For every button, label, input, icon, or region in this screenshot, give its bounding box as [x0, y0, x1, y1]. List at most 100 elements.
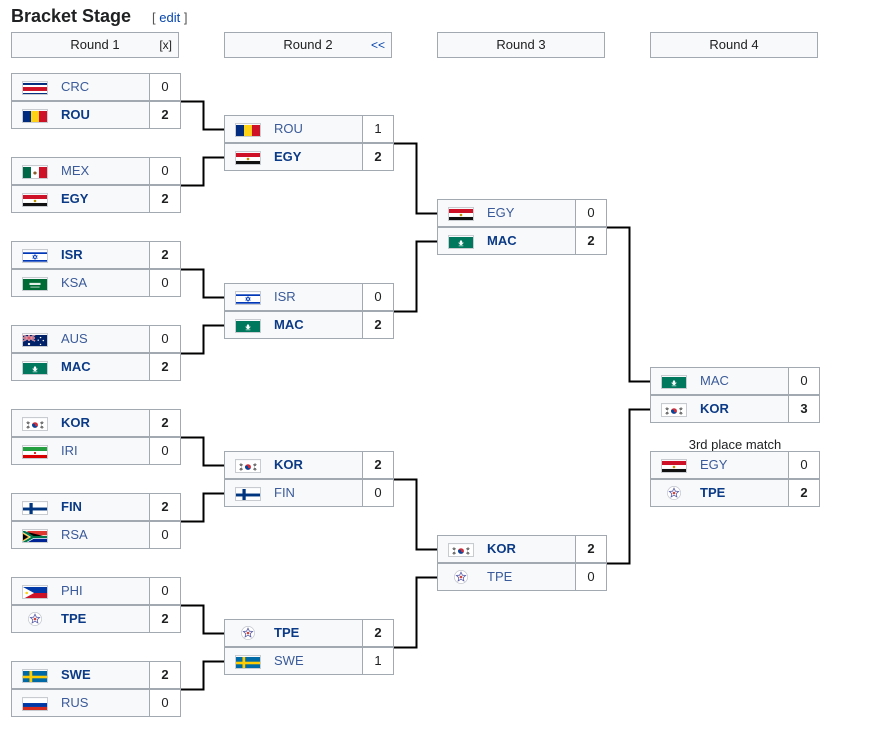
- team-score: 2: [149, 410, 180, 436]
- flag-egypt-icon: [661, 459, 687, 473]
- team-score: 3: [788, 396, 819, 422]
- flag-south-korea-icon: [661, 403, 687, 417]
- team-row-r2-m4-b: SWE 1: [224, 647, 394, 675]
- team-score: 0: [788, 452, 819, 478]
- bracket-connector-line: [181, 660, 224, 691]
- team-name-link[interactable]: EGY: [700, 457, 728, 472]
- team-name-link[interactable]: ROU: [61, 107, 90, 122]
- team-name-link[interactable]: FIN: [274, 485, 295, 500]
- bracket-connector-line: [181, 100, 224, 131]
- team-row-r1-m1-a: CRC 0: [11, 73, 181, 101]
- bracket-connector-line: [181, 604, 224, 635]
- team-name-link[interactable]: SWE: [61, 667, 91, 682]
- team-row-r2-m3-a: KOR 2: [224, 451, 394, 479]
- team-name-link[interactable]: MAC: [274, 317, 304, 332]
- team-score: 0: [362, 480, 393, 506]
- team-score: 2: [362, 312, 393, 338]
- flag-australia-icon: [22, 333, 48, 347]
- team-name-link[interactable]: EGY: [487, 205, 515, 220]
- team-name-link[interactable]: ISR: [274, 289, 296, 304]
- team-score: 0: [149, 270, 180, 296]
- team-score: 2: [149, 662, 180, 688]
- team-score: 2: [149, 494, 180, 520]
- team-name-link[interactable]: KOR: [274, 457, 303, 472]
- team-name-link[interactable]: PHI: [61, 583, 83, 598]
- flag-philippines-icon: [22, 585, 48, 599]
- round-1-label: Round 1: [70, 37, 120, 52]
- bracket-connector-line: [394, 142, 437, 215]
- team-row-r2-m2-b: MAC 2: [224, 311, 394, 339]
- team-score: 0: [575, 564, 606, 590]
- team-name-link[interactable]: AUS: [61, 331, 88, 346]
- team-name-link[interactable]: FIN: [61, 499, 82, 514]
- flag-iran-icon: [22, 445, 48, 459]
- team-score: 2: [149, 242, 180, 268]
- team-name-link[interactable]: KOR: [487, 541, 516, 556]
- team-name-link[interactable]: ISR: [61, 247, 83, 262]
- team-score: 1: [362, 648, 393, 674]
- edit-link[interactable]: edit: [159, 10, 181, 25]
- team-score: 0: [149, 438, 180, 464]
- team-name-link[interactable]: MAC: [487, 233, 517, 248]
- team-name-link[interactable]: KOR: [700, 401, 729, 416]
- team-score: 2: [149, 606, 180, 632]
- flag-israel-icon: [22, 249, 48, 263]
- shift-rounds-toggle[interactable]: <<: [370, 38, 385, 52]
- flag-egypt-icon: [22, 193, 48, 207]
- team-row-r2-m1-b: EGY 2: [224, 143, 394, 171]
- team-score: 0: [149, 74, 180, 100]
- team-score: 2: [362, 144, 393, 170]
- team-score: 0: [149, 158, 180, 184]
- flag-finland-icon: [235, 487, 261, 501]
- flag-macau-icon: [22, 361, 48, 375]
- team-name-link[interactable]: TPE: [700, 485, 726, 500]
- team-score: 2: [575, 536, 606, 562]
- team-score: 1: [362, 116, 393, 142]
- team-name-link[interactable]: EGY: [61, 191, 89, 206]
- team-name-link[interactable]: RUS: [61, 695, 89, 710]
- team-score: 2: [149, 354, 180, 380]
- team-row-r1-m5-a: KOR 2: [11, 409, 181, 437]
- flag-chinese-taipei-emblem-icon: [240, 625, 256, 641]
- team-row-r2-m3-b: FIN 0: [224, 479, 394, 507]
- edit-section: [ edit ]: [152, 10, 188, 25]
- team-name-link[interactable]: IRI: [61, 443, 78, 458]
- team-score: 2: [362, 452, 393, 478]
- team-name-link[interactable]: TPE: [487, 569, 513, 584]
- round-2-header: Round 2 <<: [224, 32, 392, 58]
- flag-russia-icon: [22, 697, 48, 711]
- round-1-header: Round 1 [x]: [11, 32, 179, 58]
- team-name-link[interactable]: MEX: [61, 163, 90, 178]
- team-row-r1-m3-a: ISR 2: [11, 241, 181, 269]
- bracket-connector-line: [394, 240, 437, 313]
- team-name-link[interactable]: CRC: [61, 79, 90, 94]
- team-name-link[interactable]: TPE: [61, 611, 87, 626]
- team-name-link[interactable]: SWE: [274, 653, 304, 668]
- flag-south-korea-icon: [235, 459, 261, 473]
- bracket-connector-line: [394, 576, 437, 649]
- flag-chinese-taipei-emblem-icon: [453, 569, 469, 585]
- team-name-link[interactable]: ROU: [274, 121, 303, 136]
- team-name-link[interactable]: MAC: [61, 359, 91, 374]
- bracket-connector-line: [181, 436, 224, 467]
- team-name-link[interactable]: KOR: [61, 415, 90, 430]
- team-name-link[interactable]: MAC: [700, 373, 729, 388]
- team-name-link[interactable]: EGY: [274, 149, 302, 164]
- third-place-label: 3rd place match: [688, 437, 782, 452]
- team-name-link[interactable]: TPE: [274, 625, 300, 640]
- team-name-link[interactable]: RSA: [61, 527, 88, 542]
- team-score: 0: [575, 200, 606, 226]
- round-4-header: Round 4: [650, 32, 818, 58]
- collapse-toggle[interactable]: [x]: [159, 38, 172, 52]
- flag-egypt-icon: [235, 151, 261, 165]
- team-name-link[interactable]: KSA: [61, 275, 88, 290]
